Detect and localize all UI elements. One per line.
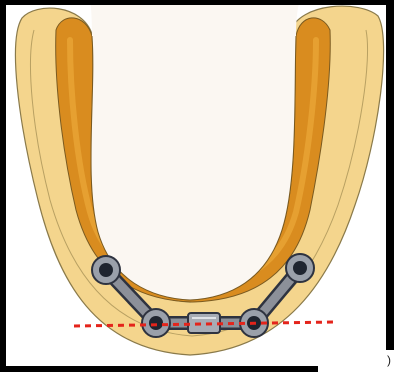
implant-core [293, 261, 307, 275]
implant-left-posterior [92, 256, 120, 284]
implant-core [99, 263, 113, 277]
frame-top-edge [0, 0, 394, 5]
frame-left-edge [0, 0, 6, 372]
frame-bottom-left-edge [0, 366, 318, 372]
edge-text: ) [387, 352, 394, 368]
inner-white-space [90, 0, 300, 300]
implant-left-anterior [142, 309, 170, 337]
implant-right-posterior [286, 254, 314, 282]
frame-right-edge [386, 0, 394, 350]
implant-core [149, 316, 163, 330]
bar-sleeve-icon [188, 313, 220, 333]
